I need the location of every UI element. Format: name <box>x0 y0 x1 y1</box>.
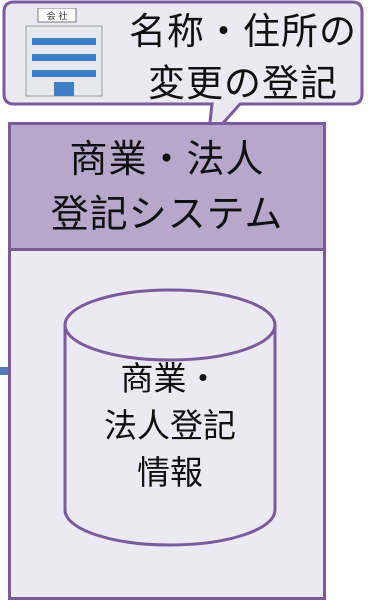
building-sign-text: 会 社 <box>47 10 68 22</box>
database-label: 商業・ 法人登記 情報 <box>70 355 270 496</box>
system-title-line-1: 商業・法人 <box>69 137 265 181</box>
database-label-line-3: 情報 <box>137 453 203 492</box>
bubble-line-2: 変更の登記 <box>148 62 338 105</box>
company-building-icon: 会 社 <box>25 8 103 97</box>
bubble-text: 名称・住所の 変更の登記 <box>118 6 368 110</box>
system-header: 商業・法人 登記システム <box>11 125 323 251</box>
system-title-line-2: 登記システム <box>50 192 284 236</box>
bubble-line-1: 名称・住所の <box>129 10 357 53</box>
database-label-line-1: 商業・ <box>120 359 220 398</box>
database-label-line-2: 法人登記 <box>104 406 236 445</box>
database-cylinder <box>63 288 277 547</box>
